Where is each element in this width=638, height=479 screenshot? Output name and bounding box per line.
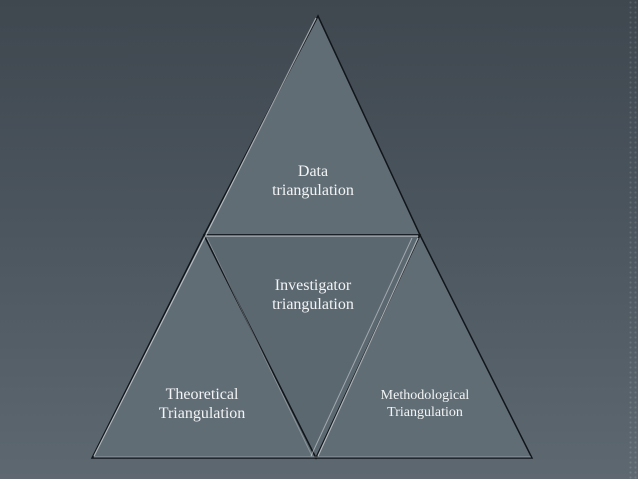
investigator-triangulation-line-1: Investigator — [274, 277, 352, 294]
data-triangulation-label: Data triangulation — [250, 162, 376, 200]
data-triangulation-triangle — [202, 14, 422, 236]
methodological-triangulation-line-2: Triangulation — [387, 404, 463, 420]
center-right-highlight — [317, 237, 419, 457]
data-triangulation-line-1: Data — [297, 163, 329, 180]
data-triangulation-line-2: triangulation — [272, 182, 354, 200]
methodological-triangulation-label: Methodological Triangulation — [360, 388, 490, 422]
investigator-triangulation-line-2: triangulation — [272, 296, 354, 314]
theoretical-triangulation-line-2: Triangulation — [158, 405, 246, 423]
theoretical-triangulation-line-1: Theoretical — [165, 386, 239, 403]
center-right-double-edge — [310, 237, 413, 457]
methodological-triangulation-line-1: Methodological — [380, 388, 470, 403]
slide-edge-texture — [628, 0, 638, 479]
center-left-highlight — [206, 237, 313, 457]
investigator-triangulation-label: Investigator triangulation — [250, 276, 376, 314]
outer-left-highlight — [93, 17, 317, 457]
theoretical-triangulation-label: Theoretical Triangulation — [140, 385, 264, 423]
